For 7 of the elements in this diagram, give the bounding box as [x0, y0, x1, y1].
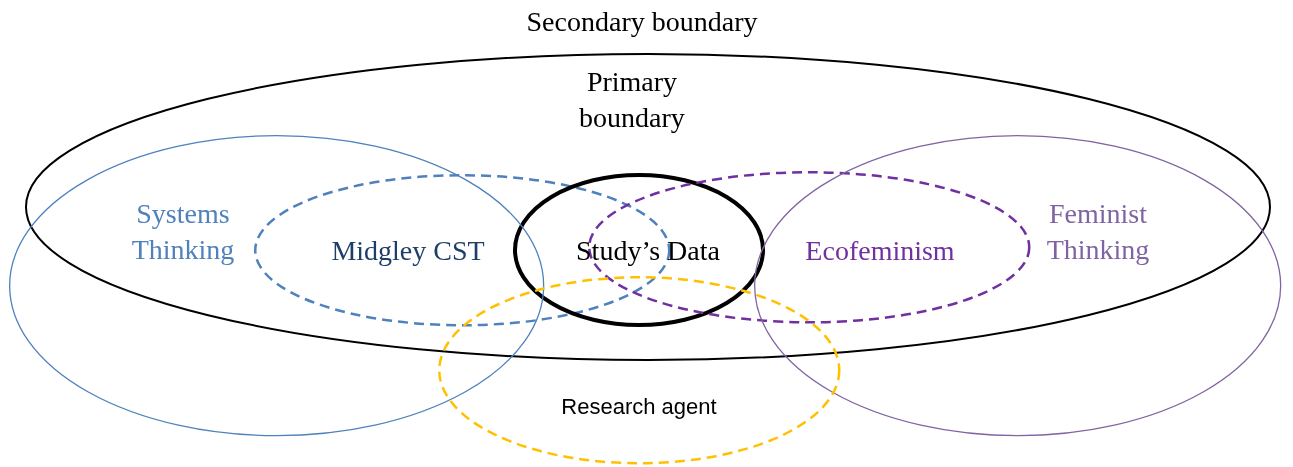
circle-label: Feminist Thinking	[1045, 197, 1151, 267]
boundary-label: Secondary boundary	[526, 5, 758, 39]
circle-label: Systems Thinking	[130, 197, 236, 267]
boundary-label: Primary boundary	[578, 65, 686, 135]
circle-label: Research agent	[560, 393, 718, 421]
circle-label: Ecofeminism	[804, 234, 956, 268]
circle-label: Midgley CST	[330, 234, 486, 268]
